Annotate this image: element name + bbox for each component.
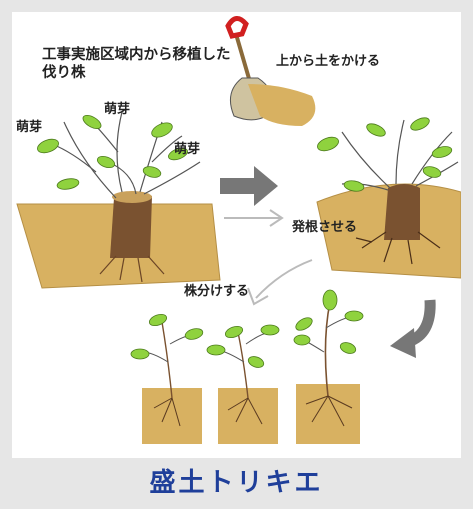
sprout-label-3: 萌芽 (174, 142, 201, 157)
thin-arrow-2 (255, 259, 313, 299)
diagram-panel: 工事実施区域内から移植した伐り株 萌芽 萌芽 萌芽 上から土をかける 発根させる… (12, 12, 461, 458)
stage-3-divided (130, 289, 364, 444)
stage-2-covered (316, 117, 461, 279)
title-label: 工事実施区域内から移植した伐り株 (42, 47, 231, 82)
stage-1-stump (16, 111, 221, 289)
roots-2 (355, 231, 441, 265)
right-arrow-icon (220, 166, 278, 206)
rooting-label: 発根させる (292, 220, 358, 235)
curved-arrow-icon (390, 299, 436, 358)
leaves-1 (37, 114, 188, 190)
stump-2 (384, 184, 420, 240)
shovel-icon (225, 16, 316, 126)
sprout-label-1: 萌芽 (16, 120, 43, 135)
sprout-label-2: 萌芽 (104, 102, 131, 117)
leaves-2 (317, 117, 453, 192)
diagram-canvas (16, 16, 461, 444)
divide-label: 株分けする (184, 284, 250, 299)
stump-top-1 (112, 191, 152, 203)
thin-arrow-1 (224, 209, 284, 227)
figure-caption: 盛土トリキエ (149, 468, 324, 498)
stump-1 (110, 192, 152, 258)
plant-3 (293, 289, 364, 427)
plant-2 (206, 324, 280, 425)
plant-1 (130, 313, 204, 427)
roots-1 (99, 255, 165, 283)
soil-cover-label: 上から土をかける (276, 54, 381, 69)
thin-arrow-2-head (247, 287, 269, 306)
